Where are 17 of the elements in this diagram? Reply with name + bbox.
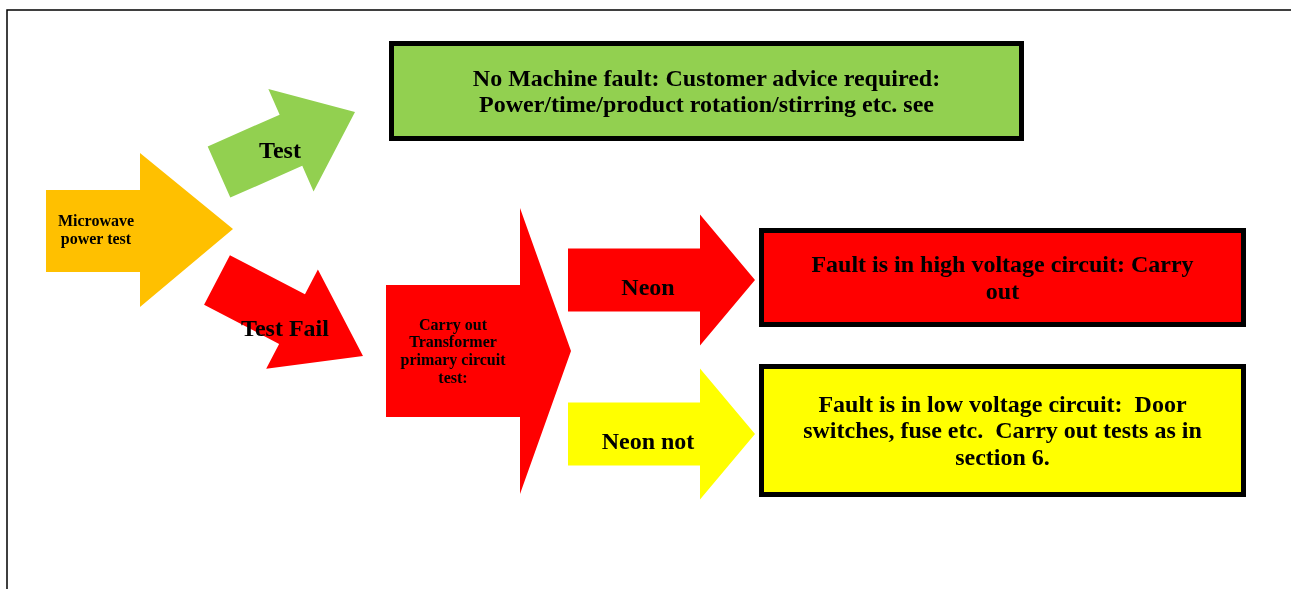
edge-label: Neon bbox=[621, 275, 675, 299]
result-box bbox=[389, 41, 1024, 141]
edge-label: Test bbox=[259, 138, 301, 162]
block-arrow bbox=[204, 255, 363, 369]
arrow-label: Microwave power test bbox=[56, 211, 136, 250]
box-text: Fault is in high voltage circuit: Carry out bbox=[810, 251, 1195, 304]
block-arrow bbox=[386, 208, 571, 494]
box-text: No Machine fault: Customer advice required: Power/time/product rotation/stirring etc. see bbox=[471, 64, 942, 118]
result-box bbox=[759, 364, 1246, 497]
block-arrow bbox=[46, 153, 233, 307]
block-arrow bbox=[568, 214, 755, 346]
box-text: Fault is in low voltage circuit: Door switches, fuse etc. Carry out tests as in section 6. bbox=[802, 390, 1203, 471]
arrow-label: Carry out Transformer primary circuit test: bbox=[399, 314, 507, 388]
block-arrow bbox=[568, 368, 755, 500]
result-box bbox=[759, 228, 1246, 327]
edge-label: Neon not bbox=[601, 429, 695, 453]
block-arrow bbox=[207, 89, 355, 198]
